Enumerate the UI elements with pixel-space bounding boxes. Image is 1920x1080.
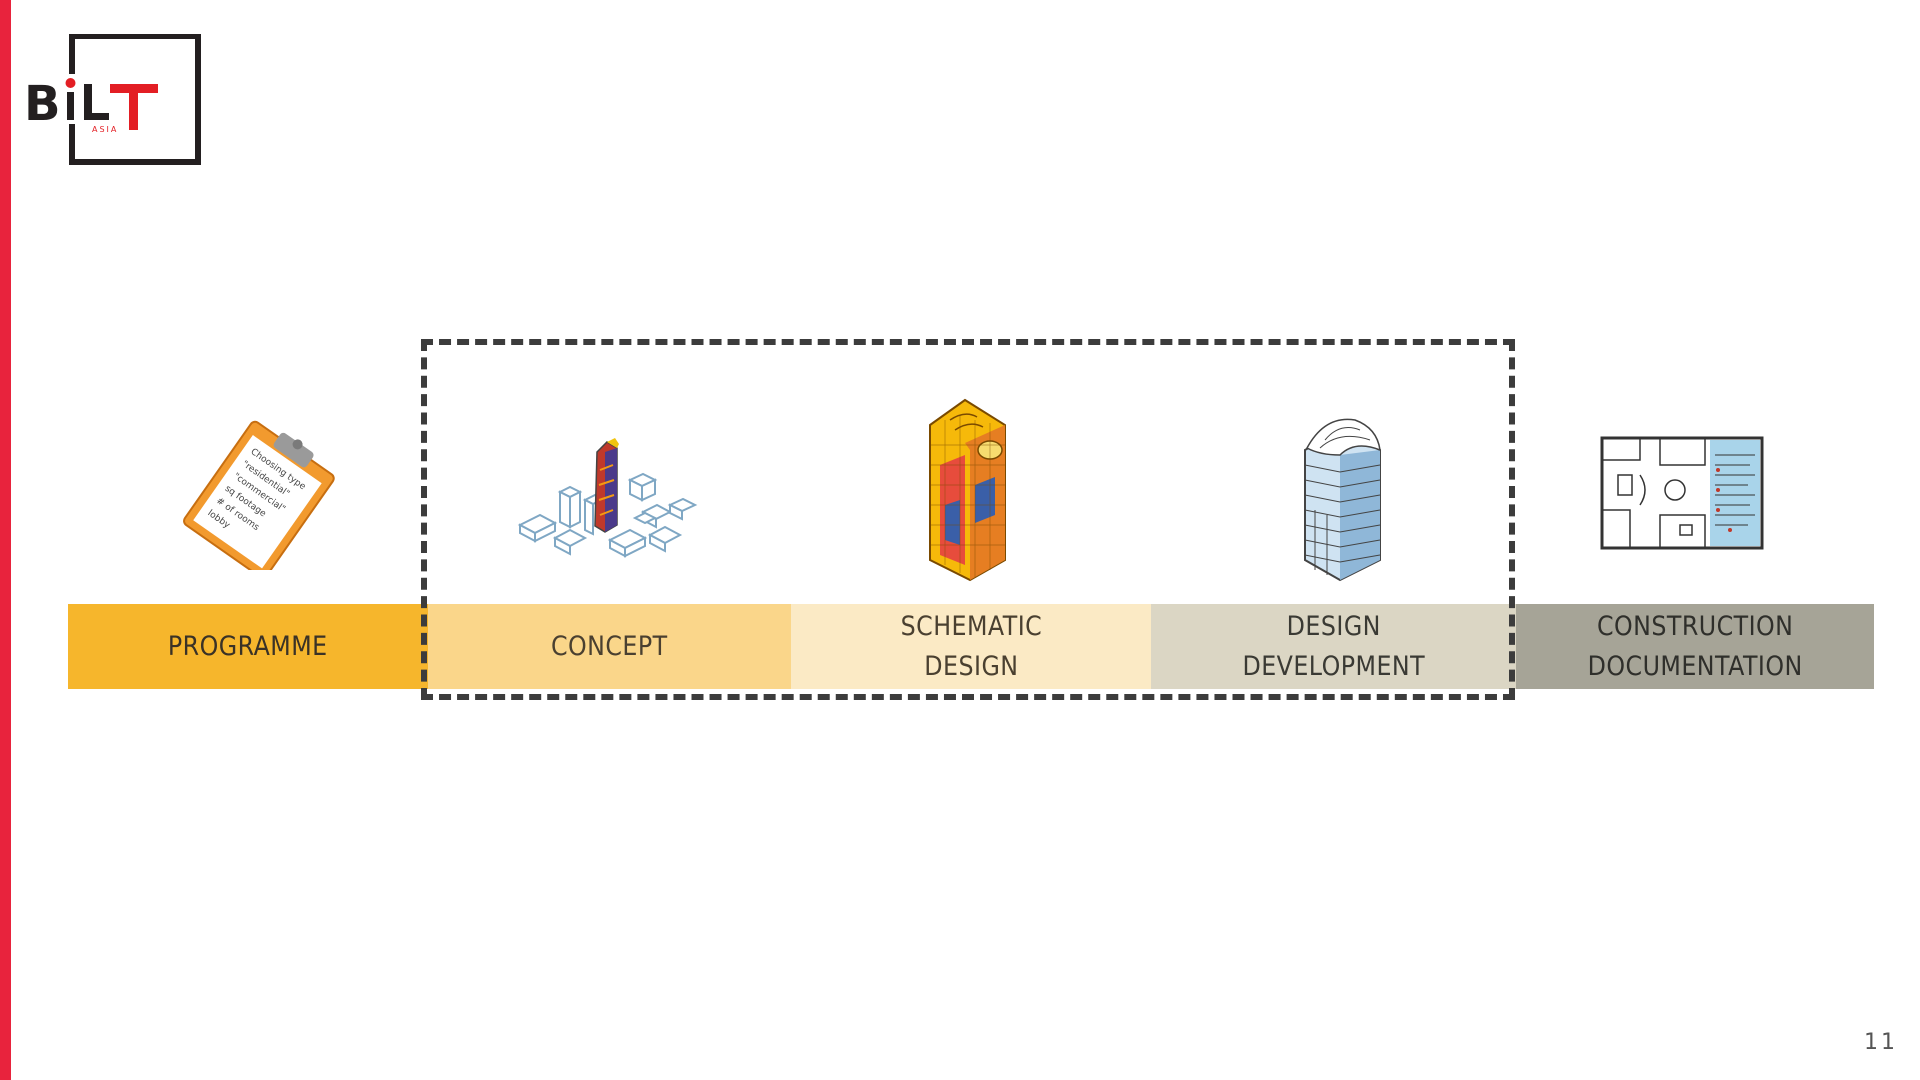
analysis-tower-icon: [929, 398, 1006, 582]
stage-design-development-label: DESIGN DEVELOPMENT: [1242, 610, 1425, 682]
design-phases-highlight-box: [421, 339, 1515, 700]
stage-concept: CONCEPT: [428, 604, 791, 689]
glass-tower-icon: [1304, 418, 1381, 582]
page-number: 11: [1864, 1030, 1898, 1055]
stage-schematic-design-label: SCHEMATIC DESIGN: [900, 610, 1042, 682]
logo-letter-b: B: [24, 76, 61, 132]
stage-concept-label: CONCEPT: [551, 630, 668, 662]
stage-schematic-design: SCHEMATIC DESIGN: [791, 604, 1151, 689]
logo-sub-text: ASIA: [92, 125, 118, 134]
stage-construction-documentation-label: CONSTRUCTION DOCUMENTATION: [1587, 610, 1803, 682]
bilt-asia-logo: B ASIA: [22, 34, 201, 165]
massing-blocks-icon: [517, 438, 698, 558]
stage-programme: PROGRAMME: [68, 604, 428, 689]
stage-construction-documentation: CONSTRUCTION DOCUMENTATION: [1516, 604, 1874, 689]
stage-design-development: DESIGN DEVELOPMENT: [1151, 604, 1516, 689]
floor-plan-drawing-icon: [1600, 436, 1764, 550]
clipboard-checklist-icon: Choosing type"residential""commercial"sq…: [183, 420, 335, 570]
stage-band: PROGRAMME CONCEPT SCHEMATIC DESIGN DESIG…: [68, 604, 1874, 689]
accent-bar: [0, 0, 11, 1080]
stage-programme-label: PROGRAMME: [168, 630, 328, 662]
